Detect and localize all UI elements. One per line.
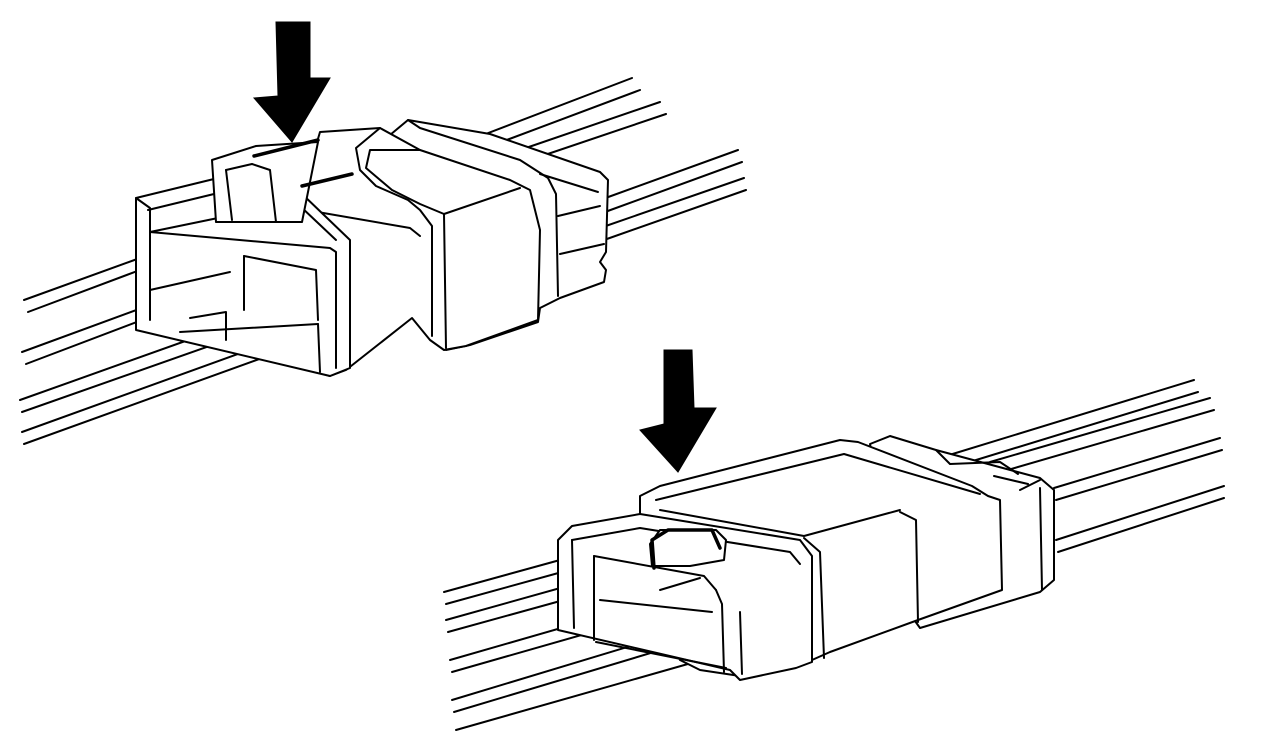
locking-tab-bottom (649, 528, 727, 570)
rear-wire-bundle-bottom (945, 379, 1225, 553)
locking-tab-top (211, 138, 354, 223)
lock-release-line-top (252, 138, 320, 158)
push-arrow-icon-bottom (639, 349, 717, 473)
lock-release-line-bottom (650, 528, 722, 570)
push-arrow-icon-top (252, 21, 331, 143)
connector-top-left (19, 21, 747, 445)
front-frame-top (135, 177, 351, 377)
connector-bottom-right (443, 349, 1225, 731)
